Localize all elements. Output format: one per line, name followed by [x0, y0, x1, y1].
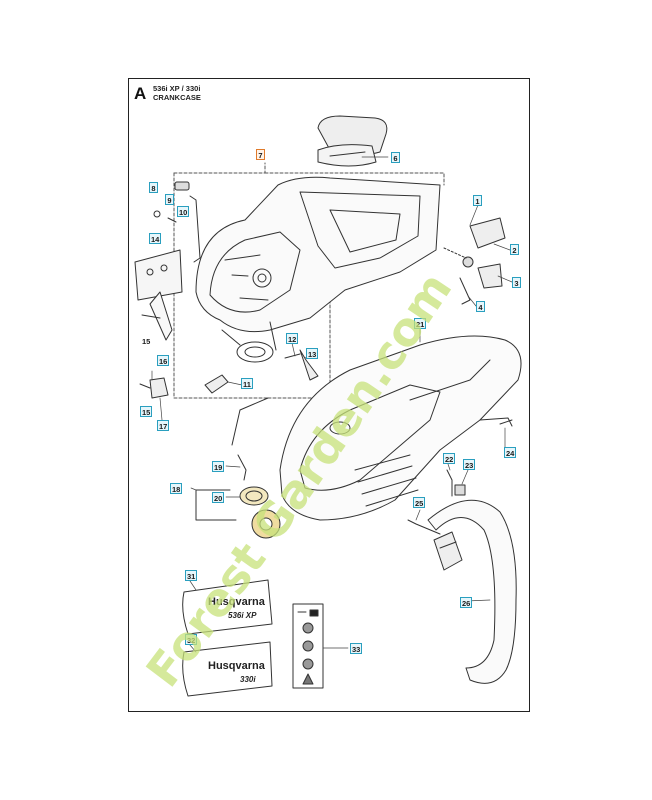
callout-20[interactable]: 20	[212, 492, 225, 503]
decal-bottom-brand: Husqvarna	[208, 660, 265, 672]
diagram-frame	[128, 78, 530, 712]
section-model: 536i XP / 330i	[153, 84, 201, 93]
section-title: CRANKCASE	[153, 93, 201, 102]
decal-bottom-model: 330i	[240, 675, 256, 684]
callout-26[interactable]: 26	[460, 597, 473, 608]
callout-2[interactable]: 2	[510, 244, 519, 255]
decal-330i-icon	[182, 641, 273, 697]
main-cover-icon	[279, 335, 522, 521]
callout-16[interactable]: 16	[157, 355, 170, 366]
callout-18[interactable]: 18	[170, 483, 183, 494]
callout-8[interactable]: 8	[149, 182, 158, 193]
screw-parts-icon	[407, 419, 513, 535]
callout-3[interactable]: 3	[512, 277, 521, 288]
callout-15-top[interactable]: 15	[142, 337, 151, 346]
handle-icon	[427, 499, 517, 684]
callout-4[interactable]: 4	[476, 301, 485, 312]
section-letter: A	[134, 84, 147, 103]
callout-7[interactable]: 7	[256, 149, 265, 160]
callout-24[interactable]: 24	[504, 447, 517, 458]
callout-1[interactable]: 1	[473, 195, 482, 206]
decal-536ixp-icon	[182, 579, 273, 635]
callout-11[interactable]: 11	[241, 378, 253, 389]
callout-23[interactable]: 23	[463, 459, 476, 470]
callout-15-bottom[interactable]: 15	[140, 406, 153, 417]
callout-21[interactable]: 21	[414, 318, 427, 329]
callout-17[interactable]: 17	[157, 420, 170, 431]
callout-32[interactable]: 32	[185, 634, 198, 645]
callout-6[interactable]: 6	[391, 152, 400, 163]
small-parts-right-icon	[443, 217, 506, 305]
small-parts-center-icon	[204, 349, 319, 446]
small-parts-left-icon	[134, 181, 201, 399]
callout-31[interactable]: 31	[185, 570, 198, 581]
starter-parts-icon	[195, 454, 281, 539]
callout-12[interactable]: 12	[286, 333, 299, 344]
callout-14[interactable]: 14	[149, 233, 162, 244]
callout-9[interactable]: 9	[165, 194, 174, 205]
callout-13[interactable]: 13	[306, 348, 319, 359]
callout-22[interactable]: 22	[443, 453, 456, 464]
callout-10[interactable]: 10	[177, 206, 190, 217]
decal-top-brand: Husqvarna	[208, 596, 265, 608]
callout-33[interactable]: 33	[350, 643, 363, 654]
decal-top-model: 536i XP	[228, 611, 257, 620]
crankcase-body-icon	[195, 176, 441, 363]
assembly-bracket-line	[173, 172, 269, 399]
cover-part-icon	[317, 115, 388, 167]
warning-decal-icon	[292, 603, 324, 689]
callout-19[interactable]: 19	[212, 461, 225, 472]
callout-25[interactable]: 25	[413, 497, 426, 508]
